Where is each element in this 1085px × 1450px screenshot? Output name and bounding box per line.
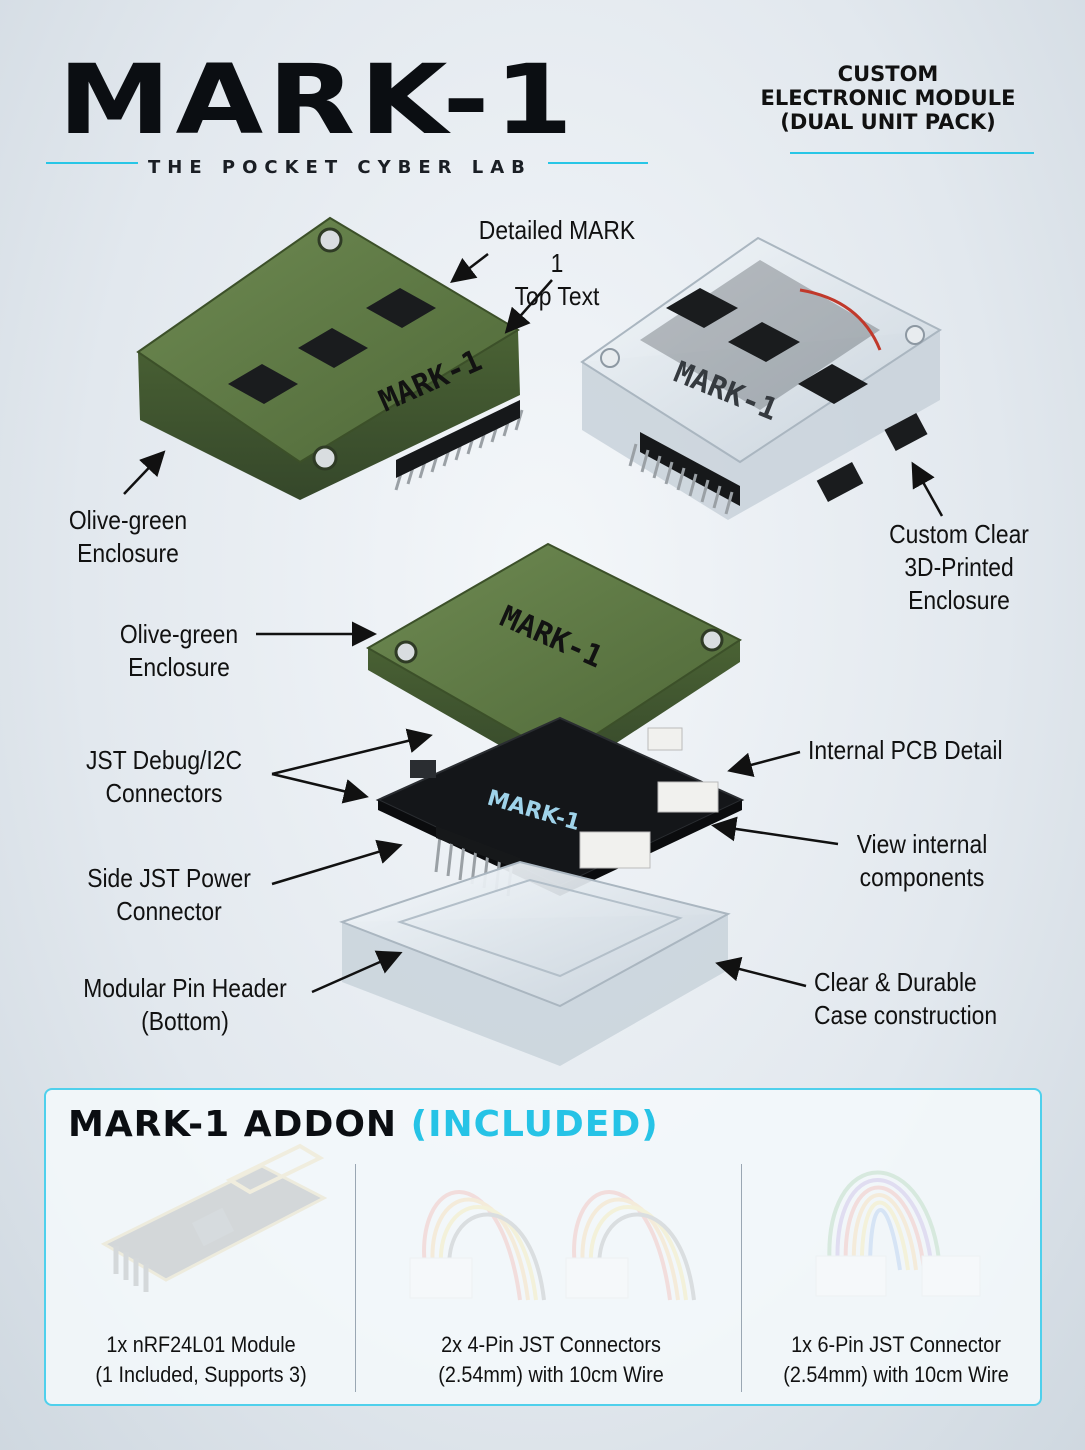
callout-olive-2-line-1: Olive-green — [119, 619, 239, 649]
addon-divider-1 — [355, 1164, 356, 1392]
module-title-underline — [790, 152, 1034, 154]
callout-durable-line-1: Clear & Durable — [814, 967, 977, 997]
callout-header-line-2: (Bottom) — [141, 1006, 229, 1036]
callout-olive-enclosure-1: Olive-green Enclosure — [54, 504, 202, 570]
addon-divider-2 — [741, 1164, 742, 1392]
callout-side-jst: Side JST Power Connector — [71, 862, 266, 928]
callout-side-line-1: Side JST Power — [87, 863, 251, 893]
callout-jst-line-1: JST Debug/I2C — [85, 745, 243, 775]
addon-included-label: (INCLUDED) — [410, 1104, 659, 1145]
addon-panel — [44, 1088, 1042, 1406]
callout-clear-line-1: Custom Clear — [889, 519, 1029, 549]
logo-number: 1 — [494, 44, 578, 156]
olive-module — [136, 216, 524, 500]
callout-arrows — [123, 253, 944, 994]
addon-item-nrf24-line-1: 1x nRF24L01 Module — [106, 1332, 296, 1357]
callout-jst-debug: JST Debug/I2C Connectors — [71, 744, 258, 810]
clear-module — [580, 236, 942, 520]
callout-pcb-detail: Internal PCB Detail — [808, 735, 1003, 765]
callout-clear-line-2: 3D-Printed Enclosure — [904, 552, 1014, 615]
callout-clear-enclosure: Custom Clear 3D-Printed Enclosure — [860, 518, 1059, 617]
callout-olive-1-line-2: Enclosure — [77, 538, 179, 568]
logo-underline-right — [548, 162, 648, 164]
module-title-line-2: ELECTRONIC MODULE — [760, 86, 1016, 110]
addon-item-jst4: 2x 4-Pin JST Connectors (2.54mm) with 10… — [404, 1330, 697, 1390]
callout-side-line-2: Connector — [116, 896, 222, 926]
tagline: THE POCKET CYBER LAB — [148, 157, 532, 178]
callout-header-line-1: Modular Pin Header — [83, 973, 287, 1003]
callout-durable-line-2: Case construction — [814, 1000, 998, 1030]
addon-title: MARK-1 ADDON (INCLUDED) — [68, 1104, 659, 1145]
logo-underline-left — [46, 162, 138, 164]
callout-olive-2-line-2: Enclosure — [128, 652, 230, 682]
addon-item-jst6-line-2: (2.54mm) with 10cm Wire — [783, 1362, 1009, 1387]
pcb-board — [375, 716, 745, 897]
module-title-line-1: CUSTOM — [837, 62, 939, 86]
addon-item-jst6-line-1: 1x 6-Pin JST Connector — [791, 1332, 1001, 1357]
callout-view-internal: View internal components — [843, 828, 1001, 894]
addon-item-jst6: 1x 6-Pin JST Connector (2.54mm) with 10c… — [781, 1330, 1011, 1390]
module-title: CUSTOM ELECTRONIC MODULE (DUAL UNIT PACK… — [720, 62, 1056, 134]
clear-base — [339, 860, 731, 1066]
addon-item-jst4-line-2: (2.54mm) with 10cm Wire — [438, 1362, 664, 1387]
addon-item-nrf24-line-2: (1 Included, Supports 3) — [95, 1362, 307, 1387]
callout-durable: Clear & Durable Case construction — [814, 966, 1025, 1032]
olive-lid — [365, 542, 743, 780]
callout-top-text: Detailed MARK 1 Top Text — [473, 214, 640, 313]
product-logo: MARK-1 — [58, 52, 578, 148]
callout-top-text-line-2: Top Text — [514, 281, 600, 311]
logo-text: MARK- — [58, 44, 495, 156]
callout-view-line-2: components — [859, 862, 985, 892]
callout-top-text-line-1: Detailed MARK 1 — [478, 215, 636, 278]
module-title-line-3: (DUAL UNIT PACK) — [780, 110, 996, 134]
callout-jst-line-2: Connectors — [105, 778, 223, 808]
callout-olive-enclosure-2: Olive-green Enclosure — [106, 618, 252, 684]
callout-olive-1-line-1: Olive-green — [68, 505, 188, 535]
callout-view-line-1: View internal — [856, 829, 988, 859]
addon-item-nrf24: 1x nRF24L01 Module (1 Included, Supports… — [71, 1330, 332, 1390]
addon-item-jst4-line-1: 2x 4-Pin JST Connectors — [441, 1332, 661, 1357]
callout-pin-header: Modular Pin Header (Bottom) — [70, 972, 301, 1038]
addon-title-text: MARK-1 ADDON — [68, 1104, 398, 1145]
